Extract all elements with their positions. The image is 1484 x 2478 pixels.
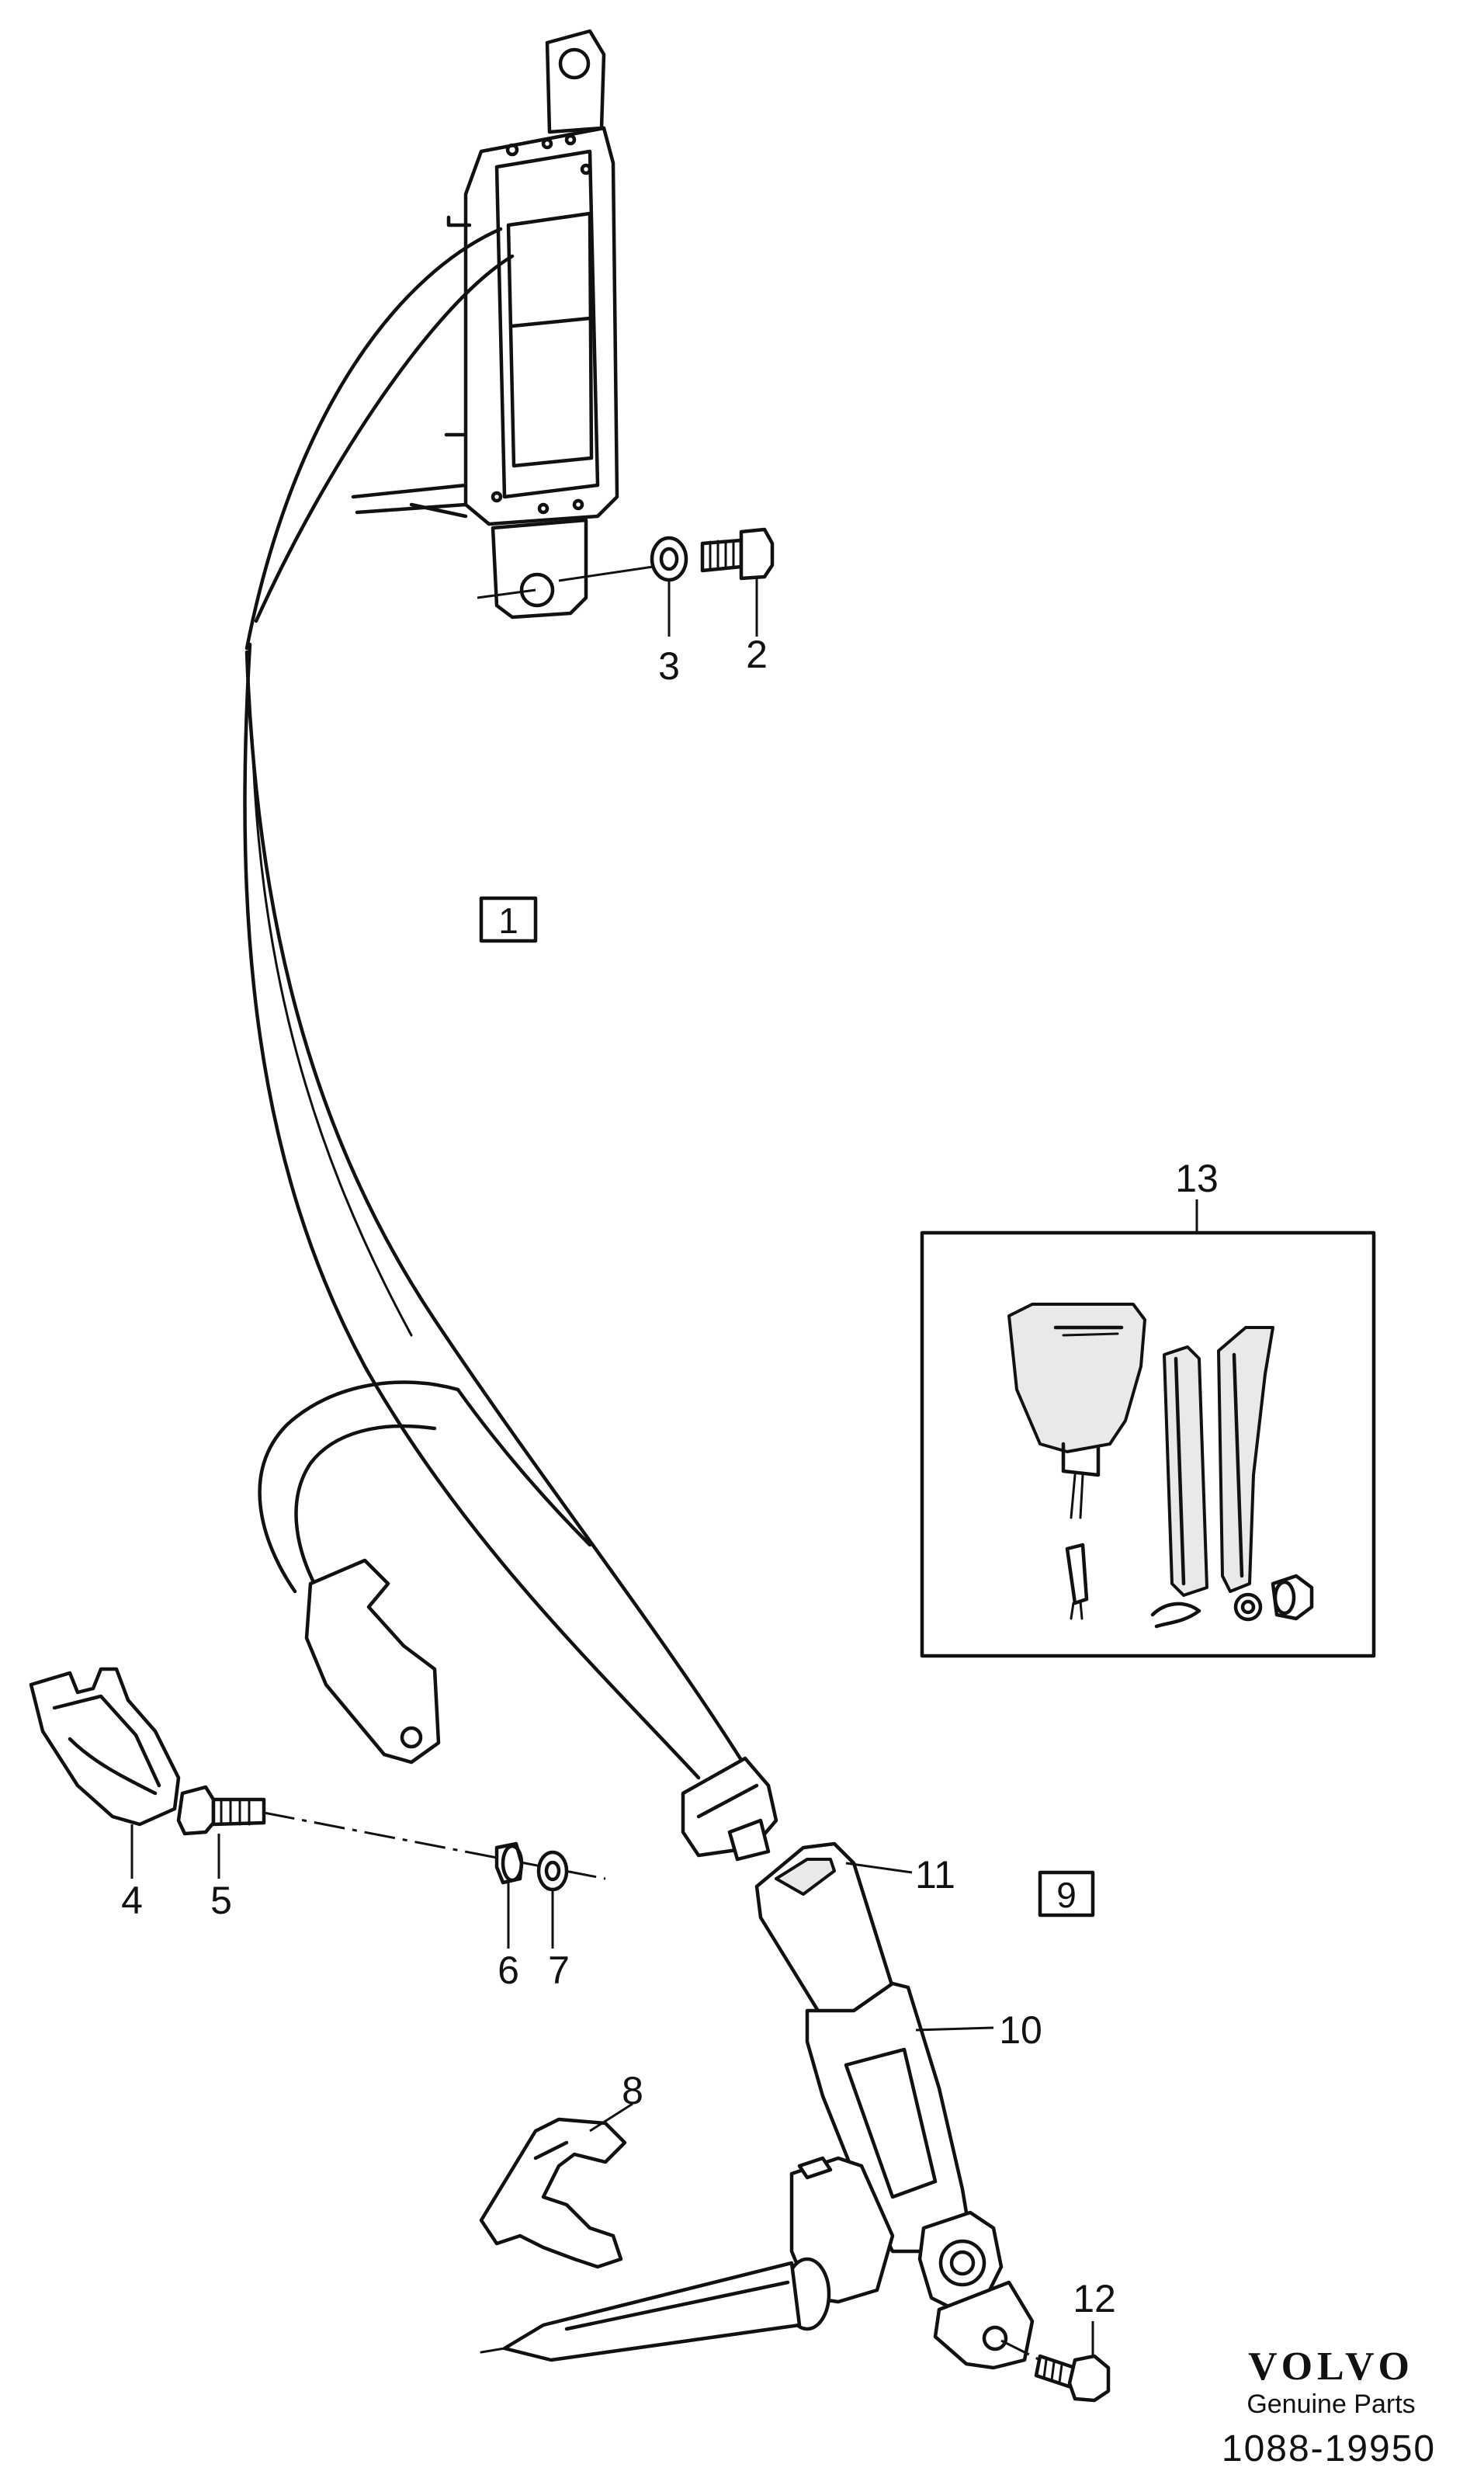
callout-11: 11 [915, 1853, 955, 1897]
callout-7: 7 [548, 1949, 570, 1992]
svg-text:1: 1 [498, 901, 518, 941]
callout-13: 13 [1175, 1157, 1219, 1200]
callout-8: 8 [622, 2069, 643, 2112]
callout-5: 5 [210, 1879, 232, 1922]
latch-plate [681, 1756, 778, 1862]
bolt-2 [700, 527, 775, 581]
washer-7 [536, 1850, 569, 1892]
callout-4: 4 [121, 1879, 143, 1922]
washer-3 [650, 536, 688, 582]
callout-2: 2 [746, 633, 768, 676]
kit-box-13 [920, 1199, 1376, 1658]
bolt-5 [176, 1785, 266, 1836]
diagram-code: 1088-19950 [1222, 2428, 1436, 2469]
callout-9: 9 [1038, 1870, 1095, 1918]
callout-3: 3 [658, 644, 680, 688]
spacer-6 [494, 1841, 524, 1885]
callout-1: 1 [479, 896, 538, 943]
clip-8 [479, 2117, 627, 2269]
callout-10: 10 [999, 2008, 1042, 2052]
brand-tagline: Genuine Parts [1246, 2390, 1415, 2419]
cover-4 [29, 1667, 181, 1827]
belt-webbing [243, 227, 747, 1780]
buckle-assembly [754, 1841, 1035, 2370]
lap-anchor-bracket [304, 1558, 441, 1765]
buckle-rod [480, 2156, 895, 2362]
bolt-12 [1034, 2354, 1111, 2403]
callout-6: 6 [498, 1949, 519, 1992]
callout-12: 12 [1073, 2277, 1116, 2320]
brand-name: VOLVO [1248, 2344, 1414, 2389]
svg-text:9: 9 [1056, 1875, 1077, 1915]
upper-retractor-assembly [351, 29, 619, 620]
